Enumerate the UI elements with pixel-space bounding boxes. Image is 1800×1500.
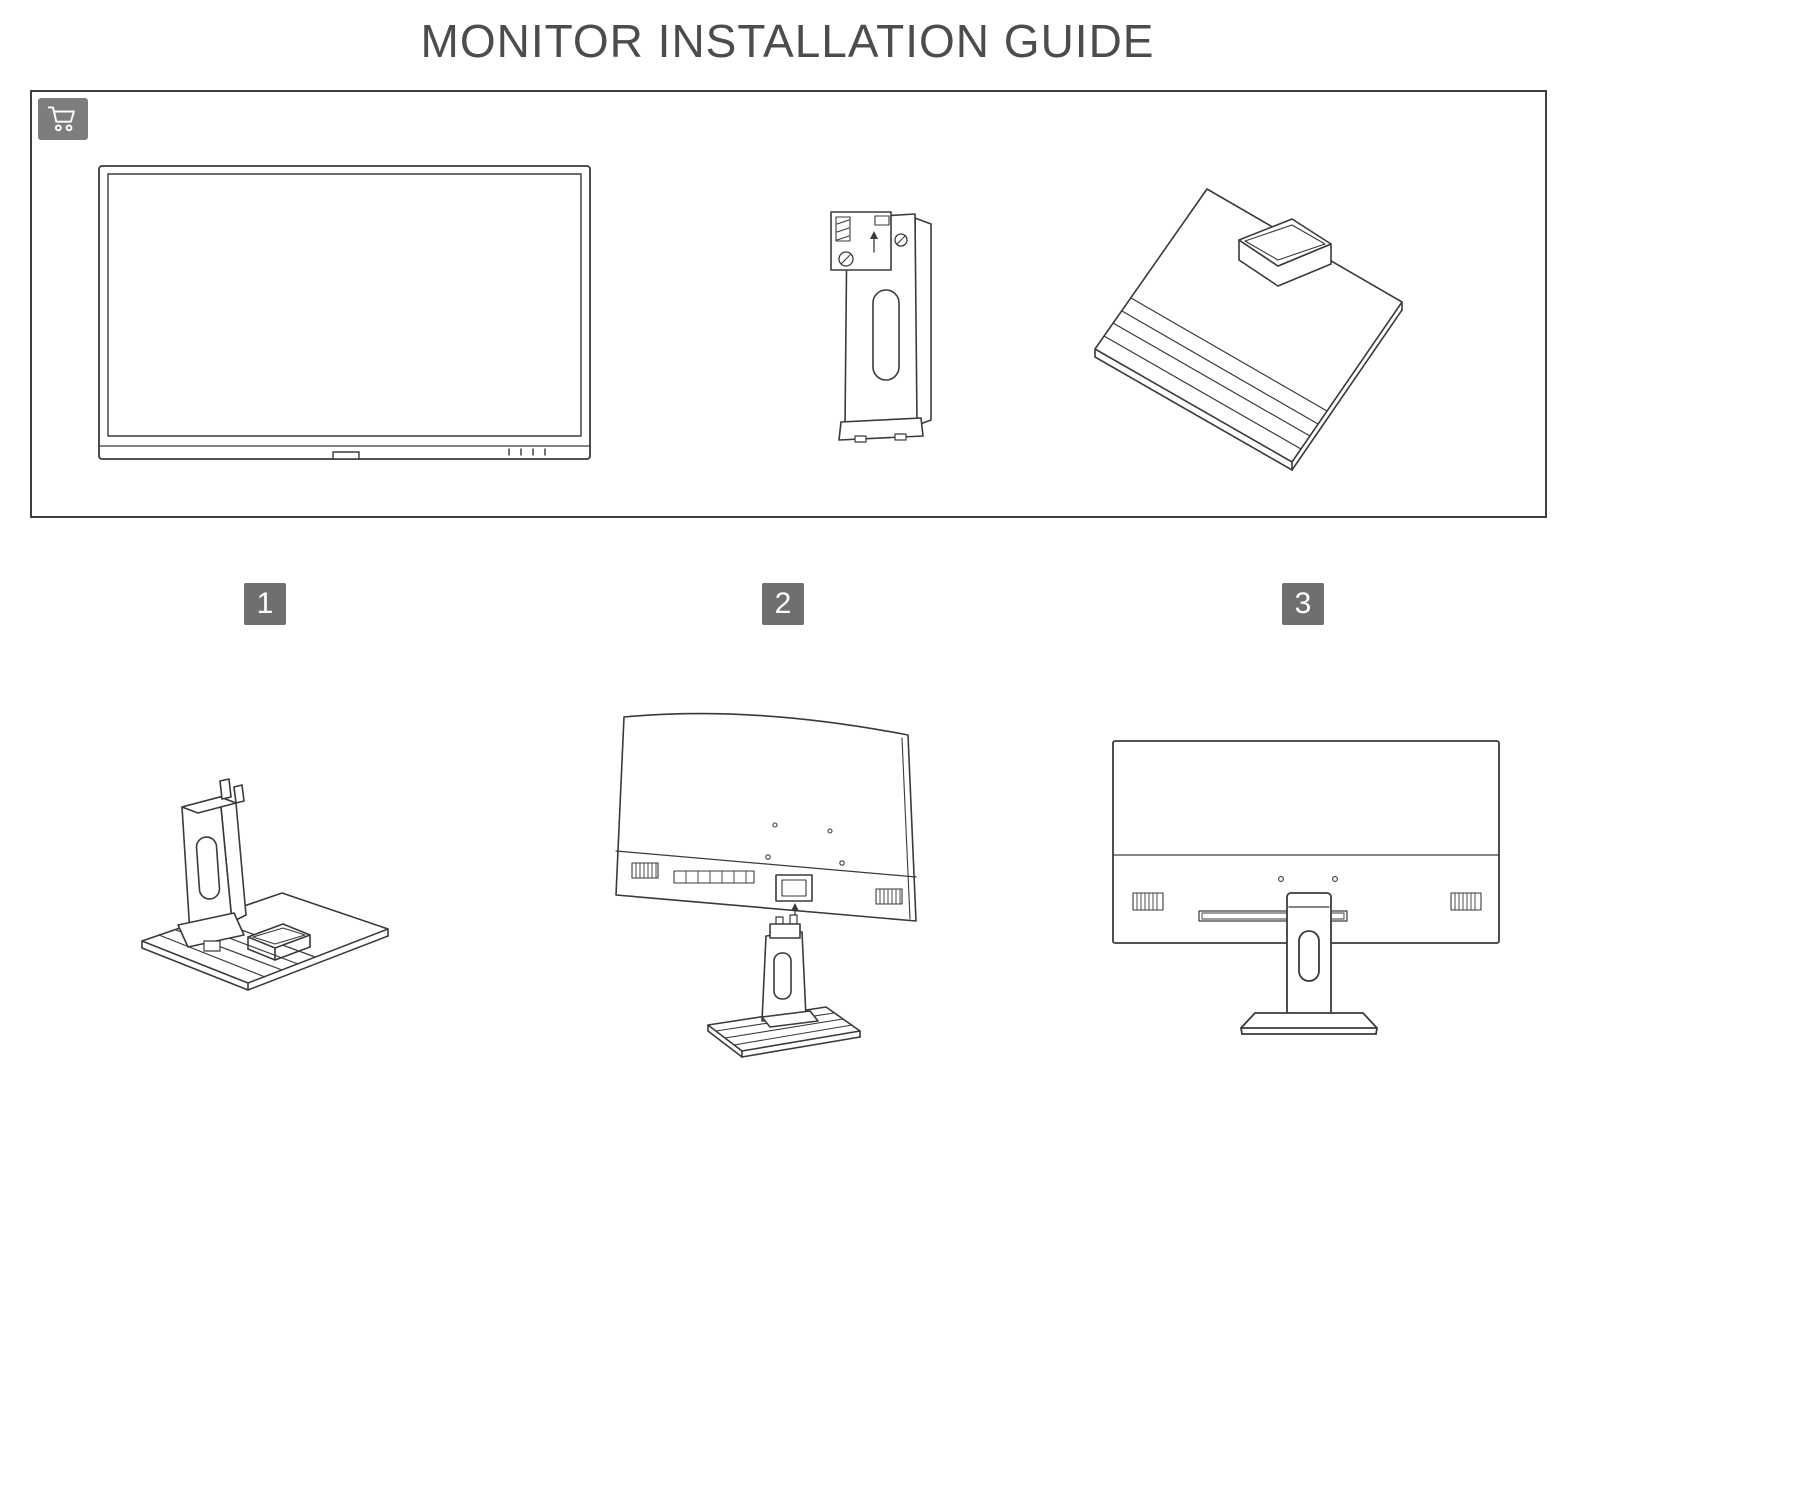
cart-icon bbox=[38, 98, 88, 140]
step-1-illustration bbox=[141, 778, 389, 991]
page-title: MONITOR INSTALLATION GUIDE bbox=[420, 15, 1155, 67]
step-2-illustration bbox=[615, 712, 917, 1058]
step-1-number: 1 bbox=[256, 587, 274, 620]
base-plate-illustration bbox=[1094, 188, 1403, 471]
step-3-badge: 3 bbox=[1282, 583, 1324, 625]
stand-column-illustration bbox=[830, 211, 932, 443]
package-contents-box bbox=[30, 90, 1547, 518]
cart-icon-glyph bbox=[47, 106, 75, 132]
step-2-number: 2 bbox=[774, 587, 792, 620]
step-3-number: 3 bbox=[1294, 587, 1312, 620]
step-2-badge: 2 bbox=[762, 583, 804, 625]
step-3-illustration bbox=[1112, 740, 1500, 1035]
step-1-badge: 1 bbox=[244, 583, 286, 625]
monitor-panel-front-illustration bbox=[98, 165, 591, 460]
